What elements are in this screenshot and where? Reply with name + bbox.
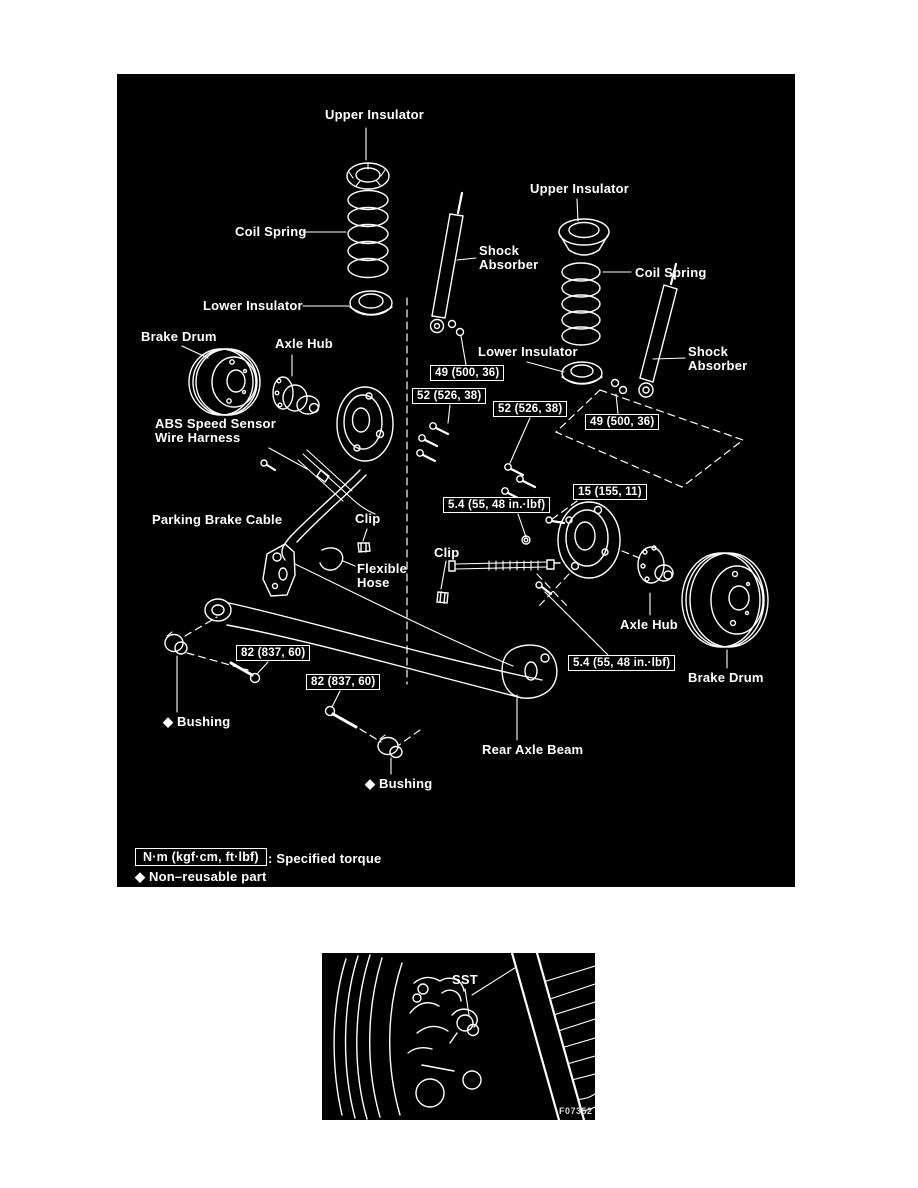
legend-torque-unit-box: N·m (kgf·cm, ft·lbf) — [135, 848, 267, 866]
shock-absorber-left-drawing — [429, 191, 465, 337]
label-shock-absorber-left: Shock Absorber — [479, 243, 539, 273]
legend-torque-caption: : Specified torque — [268, 851, 382, 866]
sst-tool-drawing — [449, 1008, 480, 1044]
label-brake-drum-right: Brake Drum — [688, 670, 764, 685]
label-bushing-right: ◆ Bushing — [365, 776, 433, 791]
brake-backing-plate-left-drawing — [336, 386, 394, 462]
label-rear-axle-beam: Rear Axle Beam — [482, 742, 584, 757]
label-flexible-hose: Flexible Hose — [357, 561, 408, 591]
parking-brake-cable-drawing — [281, 469, 561, 667]
label-clip-right: Clip — [434, 545, 460, 560]
upper-insulator-right-drawing — [558, 218, 610, 256]
upper-insulator-left-drawing — [346, 162, 390, 190]
shock-absorber-right-drawing — [610, 262, 678, 398]
exploded-view-figure: Upper Insulator Coil Spring Lower Insula… — [117, 74, 795, 887]
torque-box-54-lower: 5.4 (55, 48 in.·lbf) — [568, 655, 676, 671]
torque-box-15: 15 (155, 11) — [573, 484, 647, 500]
figure-code: F07352 — [559, 1106, 593, 1116]
brake-drum-edge-drawing — [333, 954, 403, 1120]
axle-hub-left-drawing — [272, 376, 320, 415]
torque-box-82-right: 82 (837, 60) — [306, 674, 381, 690]
label-coil-spring-left: Coil Spring — [235, 224, 307, 239]
sst-detail-line-art — [333, 953, 595, 1120]
coil-spring-left-drawing — [347, 189, 389, 279]
brake-drum-left-drawing — [188, 348, 261, 416]
bushing-right-drawing — [377, 734, 403, 759]
lower-insulator-left-drawing — [349, 290, 393, 316]
torque-box-52-left: 52 (526, 38) — [412, 388, 487, 404]
label-parking-brake-cable: Parking Brake Cable — [152, 512, 283, 527]
axle-hub-right-drawing — [637, 545, 674, 584]
label-clip-left: Clip — [355, 511, 381, 526]
torque-box-49-right: 49 (500, 36) — [585, 414, 660, 430]
label-shock-absorber-right: Shock Absorber — [688, 344, 748, 374]
bolt-drawings — [229, 422, 566, 729]
legend-non-reusable: ◆ Non–reusable part — [135, 869, 267, 884]
brake-backing-plate-right-drawing — [557, 501, 621, 579]
bushing-left-drawing — [164, 631, 188, 655]
clip-right-drawing — [436, 591, 449, 604]
torque-box-52-mid: 52 (526, 38) — [493, 401, 568, 417]
label-sst: SST — [452, 972, 478, 987]
coil-spring-right-drawing — [561, 262, 601, 346]
brake-assembly-drawing — [407, 976, 482, 1108]
rear-axle-beam-drawing — [204, 543, 558, 699]
clip-left-drawing — [357, 542, 371, 553]
sst-detail-figure: SST F07352 — [322, 953, 595, 1120]
brake-drum-right-drawing — [681, 552, 769, 648]
leader-lines — [176, 127, 728, 775]
torque-box-49-left: 49 (500, 36) — [430, 365, 505, 381]
label-coil-spring-right: Coil Spring — [635, 265, 707, 280]
lower-insulator-right-drawing — [561, 361, 603, 385]
flexible-hose-drawing — [319, 547, 344, 571]
torque-box-54-upper: 5.4 (55, 48 in.·lbf) — [443, 497, 551, 513]
sst-leader-line — [464, 988, 470, 1016]
torque-box-82-left: 82 (837, 60) — [236, 645, 311, 661]
label-upper-insulator-left: Upper Insulator — [325, 107, 425, 122]
label-axle-hub-right: Axle Hub — [620, 617, 678, 632]
label-abs-speed-sensor-wire-harness: ABS Speed Sensor Wire Harness — [155, 416, 276, 446]
label-lower-insulator-right: Lower Insulator — [478, 344, 578, 359]
label-brake-drum-left: Brake Drum — [141, 329, 217, 344]
label-upper-insulator-right: Upper Insulator — [530, 181, 630, 196]
label-bushing-left: ◆ Bushing — [163, 714, 231, 729]
exploded-view-line-art — [164, 127, 769, 775]
shock-absorber-band-drawing — [510, 953, 586, 1120]
label-lower-insulator-left: Lower Insulator — [203, 298, 303, 313]
label-axle-hub-left: Axle Hub — [275, 336, 333, 351]
